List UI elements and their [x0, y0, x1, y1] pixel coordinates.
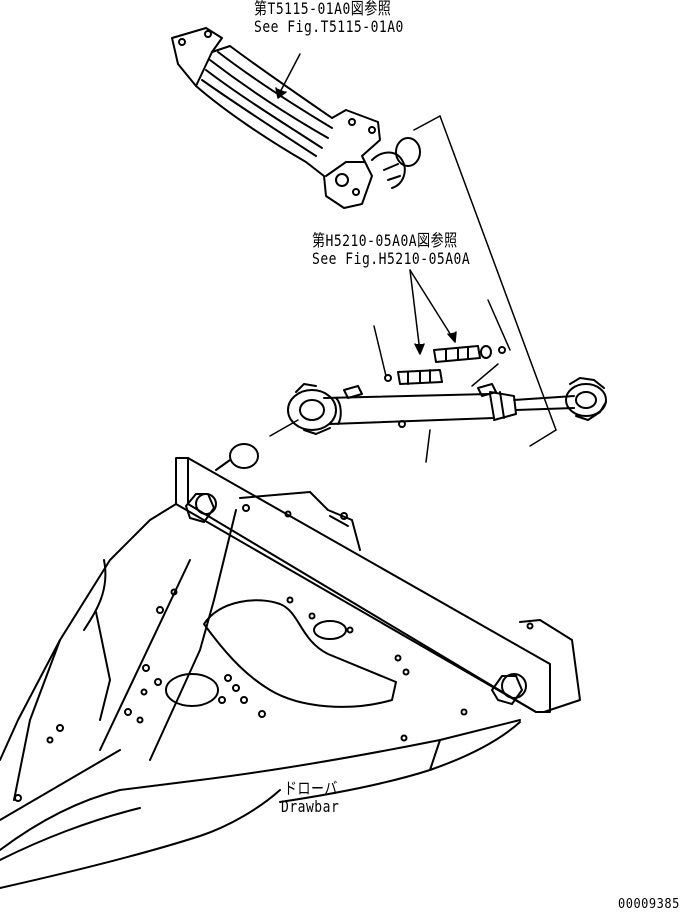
ref-t5115-jp: 第T5115-01A0図参照 [254, 0, 392, 19]
leader-lines [269, 53, 557, 463]
ref-h5210-jp: 第H5210-05A0A図参照 [312, 232, 458, 251]
drawbar-frame [0, 457, 581, 889]
drawbar-label-en: Drawbar [281, 798, 340, 817]
ref-h5210-en: See Fig.H5210-05A0A [312, 250, 471, 269]
drawing-number: 00009385 [618, 896, 680, 912]
ref-t5115-en: See Fig.T5115-01A0 [254, 18, 404, 37]
drawbar-label-jp: ドローバ [284, 780, 338, 799]
upper-bracket [171, 27, 421, 209]
